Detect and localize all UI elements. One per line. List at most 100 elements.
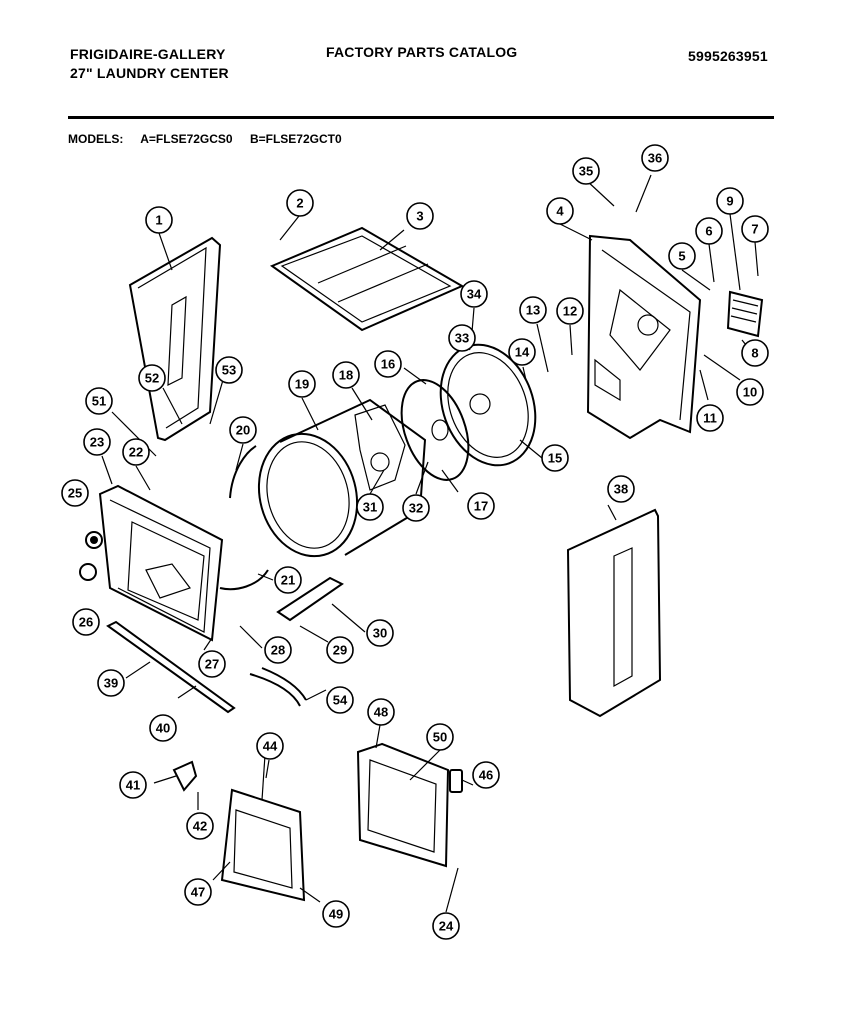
callout-circle	[72, 608, 100, 636]
callout-number: 7	[751, 222, 758, 237]
callout-10: 10	[736, 378, 764, 406]
part-side-panel-left	[128, 236, 222, 442]
callout-36: 36	[641, 144, 669, 172]
callout-44: 44	[256, 732, 284, 760]
callout-circle	[326, 686, 354, 714]
callout-6: 6	[695, 217, 723, 245]
callout-circle	[695, 217, 723, 245]
callout-number: 17	[474, 499, 488, 514]
part-front-panel	[98, 484, 224, 642]
callout-circle	[145, 206, 173, 234]
callout-16: 16	[374, 350, 402, 378]
callout-circle	[122, 438, 150, 466]
callout-53: 53	[215, 356, 243, 384]
callout-circle	[716, 187, 744, 215]
callout-17: 17	[467, 492, 495, 520]
part-rear-bulkhead	[586, 234, 702, 440]
callout-49: 49	[322, 900, 350, 928]
callout-circle	[83, 428, 111, 456]
callout-circle	[448, 324, 476, 352]
callout-34: 34	[460, 280, 488, 308]
model-b: B=FLSE72GCT0	[249, 132, 342, 146]
part-door	[356, 742, 450, 868]
callout-39: 39	[97, 669, 125, 697]
callout-circle	[426, 723, 454, 751]
callout-circle	[264, 636, 292, 664]
callout-number: 2	[296, 196, 303, 211]
callout-4: 4	[546, 197, 574, 225]
brand-line-1: FRIGIDAIRE-GALLERY	[70, 46, 226, 62]
callout-21: 21	[274, 566, 302, 594]
callout-number: 21	[281, 573, 295, 588]
callout-12: 12	[556, 297, 584, 325]
callout-number: 51	[92, 394, 106, 409]
callout-number: 26	[79, 615, 93, 630]
catalog-title: FACTORY PARTS CATALOG	[326, 44, 518, 60]
callout-circle	[286, 189, 314, 217]
callout-1: 1	[145, 206, 173, 234]
callout-15: 15	[541, 444, 569, 472]
callout-14: 14	[508, 338, 536, 366]
callout-circle	[607, 475, 635, 503]
callout-circle	[374, 350, 402, 378]
callout-41: 41	[119, 771, 147, 799]
callout-circle	[198, 650, 226, 678]
callout-circle	[366, 619, 394, 647]
callout-circle	[85, 387, 113, 415]
callout-circle	[541, 444, 569, 472]
callout-38: 38	[607, 475, 635, 503]
callout-circle	[274, 566, 302, 594]
callout-number: 23	[90, 435, 104, 450]
part-grille	[726, 290, 764, 338]
callout-number: 6	[705, 224, 712, 239]
callout-27: 27	[198, 650, 226, 678]
callout-circle	[356, 493, 384, 521]
callout-circle	[256, 732, 284, 760]
callout-32: 32	[402, 494, 430, 522]
callout-number: 40	[156, 721, 170, 736]
callout-46: 46	[472, 761, 500, 789]
callout-number: 50	[433, 730, 447, 745]
callout-number: 18	[339, 368, 353, 383]
callout-number: 47	[191, 885, 205, 900]
callout-number: 54	[333, 693, 348, 708]
callout-number: 53	[222, 363, 236, 378]
callout-circle	[119, 771, 147, 799]
callout-number: 28	[271, 643, 285, 658]
callout-52: 52	[138, 364, 166, 392]
models-line: MODELS: A=FLSE72GCS0 B=FLSE72GCT0	[68, 132, 356, 146]
callout-25: 25	[61, 479, 89, 507]
callout-number: 1	[155, 213, 162, 228]
callout-number: 14	[515, 345, 530, 360]
callout-24: 24	[432, 912, 460, 940]
callout-circle	[736, 378, 764, 406]
callout-3: 3	[406, 202, 434, 230]
callout-number: 8	[751, 346, 758, 361]
callout-circle	[332, 361, 360, 389]
callout-number: 25	[68, 486, 82, 501]
callout-number: 36	[648, 151, 662, 166]
callout-54: 54	[326, 686, 354, 714]
callout-circle	[215, 356, 243, 384]
callout-30: 30	[366, 619, 394, 647]
part-toe-panel	[106, 620, 236, 714]
callout-number: 30	[373, 626, 387, 641]
callout-circle	[402, 494, 430, 522]
callout-circle	[741, 339, 769, 367]
callout-28: 28	[264, 636, 292, 664]
callout-number: 9	[726, 194, 733, 209]
models-label: MODELS:	[68, 132, 124, 146]
callout-number: 16	[381, 357, 395, 372]
callout-circle	[229, 416, 257, 444]
callout-circle	[467, 492, 495, 520]
callout-circle	[572, 157, 600, 185]
callout-circle	[668, 242, 696, 270]
callout-circle	[61, 479, 89, 507]
callout-number: 33	[455, 331, 469, 346]
callout-number: 49	[329, 907, 343, 922]
callout-number: 24	[439, 919, 454, 934]
callout-number: 35	[579, 164, 593, 179]
callout-18: 18	[332, 361, 360, 389]
callout-33: 33	[448, 324, 476, 352]
callout-number: 19	[295, 377, 309, 392]
